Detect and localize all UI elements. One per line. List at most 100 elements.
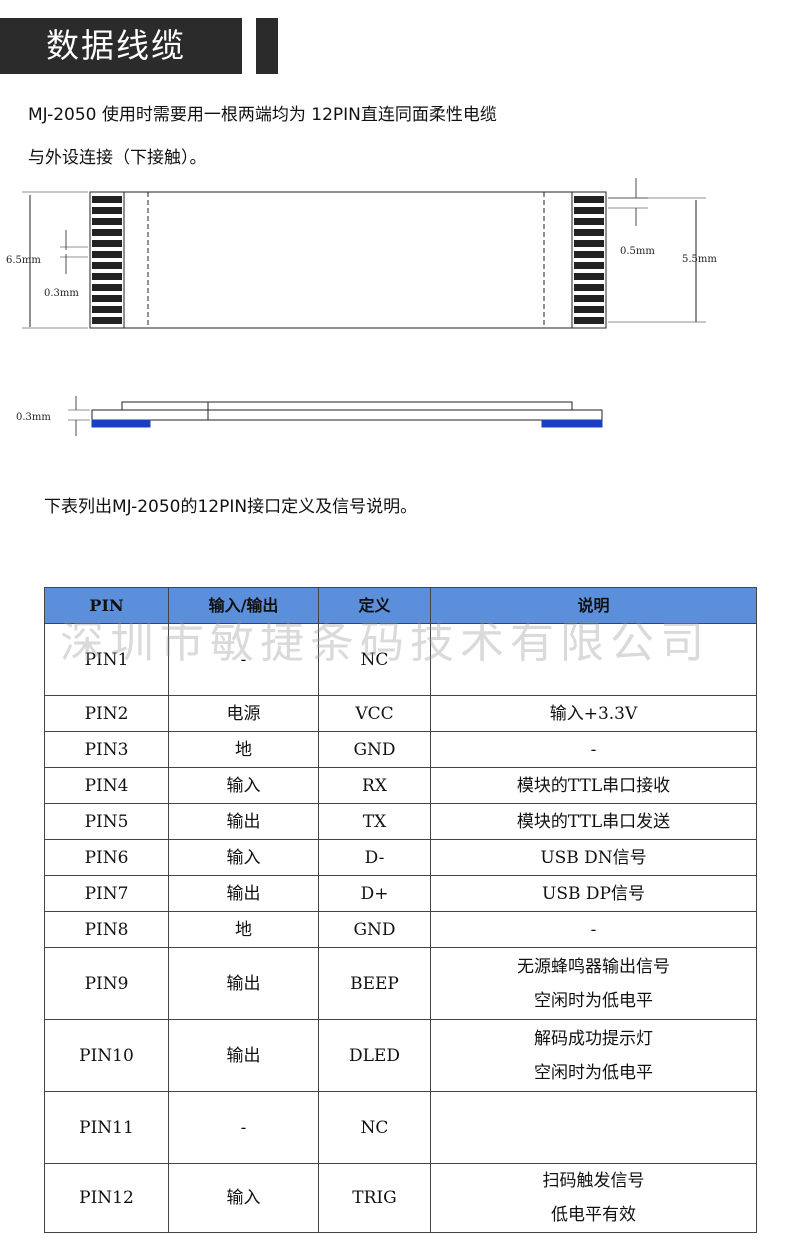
description-line-2: 空闲时为低电平 [534,990,653,1011]
connector-finger [574,207,604,214]
description-line-1: 扫码触发信号 [542,1171,645,1191]
dim-label-5-5mm: 5.5mm [682,254,717,265]
connector-finger [574,196,604,203]
definition-cell: D- [318,839,431,876]
io-cell: - [168,623,319,696]
io-cell: 输出 [168,803,319,840]
description-cell: 输入+3.3V [430,695,757,732]
description-cell [430,1091,757,1164]
connector-finger [574,262,604,269]
dim-label-0-5mm: 0.5mm [620,246,655,257]
connector-finger [92,229,122,236]
description-cell: - [430,731,757,768]
pin-cell: PIN11 [44,1091,169,1164]
io-cell: 输入 [168,839,319,876]
connector-finger [574,317,604,324]
pin-cell: PIN12 [44,1163,169,1233]
connector-finger [574,240,604,247]
cable-top-view [22,178,706,329]
table-header-row: PIN 输入/输出 定义 说明 [44,587,757,624]
pin-cell: PIN9 [44,947,169,1020]
pin-cell: PIN6 [44,839,169,876]
description-line-2: 低电平有效 [551,1205,636,1225]
definition-cell: DLED [318,1019,431,1092]
dim-label-0-3mm-top: 0.3mm [44,288,79,299]
description-line-2: 空闲时为低电平 [534,1062,653,1083]
io-cell: 输入 [168,767,319,804]
definition-cell: GND [318,731,431,768]
header-pin: PIN [44,587,169,624]
description-line-1: USB DN信号 [540,847,647,868]
description-cell [430,623,757,696]
connector-finger [574,306,604,313]
cable-diagram: 6.5mm 0.3mm 0.5mm 5.5mm 0.3mm [6,178,717,436]
section-header-bar [0,18,242,74]
connector-finger [92,196,122,203]
connector-finger [92,295,122,302]
description-cell: USB DN信号 [430,839,757,876]
connector-finger [574,229,604,236]
definition-cell: NC [318,623,431,696]
pin-cell: PIN4 [44,767,169,804]
dim-label-0-3mm-side: 0.3mm [16,412,51,423]
io-cell: 地 [168,911,319,948]
cable-side-view [68,396,603,436]
io-cell: 地 [168,731,319,768]
io-cell: 输入 [168,1163,319,1233]
connector-finger [574,251,604,258]
connector-finger [92,273,122,280]
description-line-1: 输入+3.3V [549,703,638,724]
table-intro: 下表列出MJ-2050的12PIN接口定义及信号说明。 [44,497,418,517]
description-line-1: - [590,919,597,940]
connector-finger [92,218,122,225]
connector-finger [92,284,122,291]
description-line-1: - [590,739,597,760]
connector-finger [92,317,122,324]
header-io: 输入/输出 [168,587,319,624]
table-row: PIN1-NC [44,623,757,696]
definition-cell: RX [318,767,431,804]
description-line-1: 模块的TTL串口接收 [516,775,671,796]
description-cell: 扫码触发信号低电平有效 [430,1163,757,1233]
pin-cell: PIN2 [44,695,169,732]
description-cell: USB DP信号 [430,875,757,912]
description-line-1: 无源蜂鸣器输出信号 [517,956,670,977]
pin-cell: PIN8 [44,911,169,948]
description-cell: - [430,911,757,948]
io-cell: 输出 [168,947,319,1020]
table-row: PIN11-NC [44,1091,757,1164]
dim-label-6-5mm: 6.5mm [6,255,41,266]
definition-cell: NC [318,1091,431,1164]
definition-cell: D+ [318,875,431,912]
header-description: 说明 [430,587,757,624]
io-cell: 输出 [168,875,319,912]
intro-line-2: 与外设连接（下接触）。 [28,148,207,168]
connector-finger [92,251,122,258]
connector-finger [574,218,604,225]
connector-finger [574,284,604,291]
description-line-1: 模块的TTL串口发送 [516,811,671,832]
intro-line-1: MJ-2050 使用时需要用一根两端均为 12PIN直连同面柔性电缆 [28,105,497,125]
description-cell: 解码成功提示灯空闲时为低电平 [430,1019,757,1092]
description-line-1: USB DP信号 [542,883,645,904]
definition-cell: TRIG [318,1163,431,1233]
connector-finger [574,273,604,280]
header-definition: 定义 [318,587,431,624]
definition-cell: GND [318,911,431,948]
connector-finger [92,262,122,269]
pin-cell: PIN3 [44,731,169,768]
pin-cell: PIN10 [44,1019,169,1092]
definition-cell: VCC [318,695,431,732]
pin-cell: PIN7 [44,875,169,912]
io-cell: - [168,1091,319,1164]
